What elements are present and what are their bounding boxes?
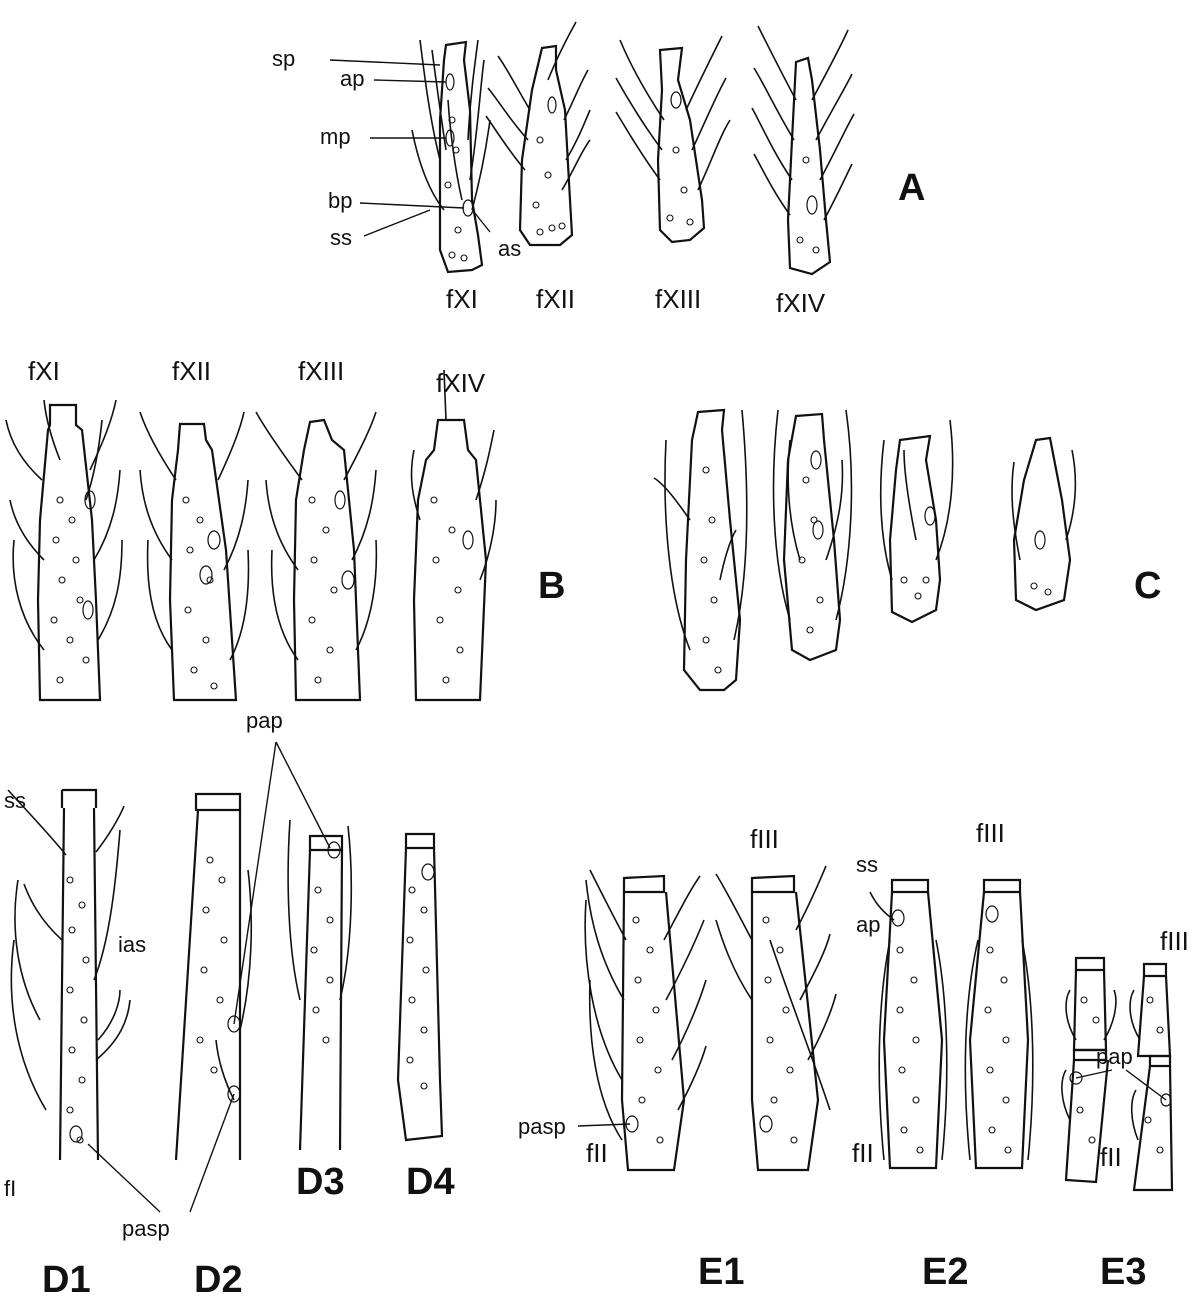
panel-label: B: [538, 565, 565, 607]
panel-label: E2: [922, 1251, 968, 1293]
segment-label: fXII: [172, 356, 211, 386]
label-as: as: [498, 236, 521, 261]
panel-label: E3: [1100, 1251, 1146, 1293]
label-sp: sp: [272, 46, 295, 71]
segment-b-fxiii: [255, 411, 378, 702]
segment-e3-left-upper: [1065, 956, 1117, 1052]
segment-label: fXIV: [776, 288, 826, 318]
panel-label: C: [1134, 565, 1161, 607]
segment-label: fXI: [28, 356, 60, 386]
segment-b-fxi: [5, 399, 123, 702]
label-pasp: pasp: [518, 1114, 566, 1139]
label-ias: ias: [118, 932, 146, 957]
segment-c3: [879, 419, 954, 624]
label-pap: pap: [1096, 1044, 1133, 1069]
segment-label: fXIII: [655, 284, 701, 314]
segment-c1: [653, 408, 748, 692]
segment-label: fII: [852, 1138, 874, 1168]
segment-d4: [396, 832, 444, 1142]
panel-c: C: [653, 408, 1161, 692]
panel-label: D1: [42, 1259, 91, 1299]
segment-label: fXIII: [298, 356, 344, 386]
label-ss: ss: [4, 788, 26, 813]
segment-e1-left: [584, 869, 707, 1172]
segment-e3-left-lower: [1061, 1048, 1110, 1184]
segment-a-fxiv: [751, 25, 855, 276]
label-mp: mp: [320, 124, 351, 149]
segment-d2: [174, 792, 253, 1161]
label-fi: fI: [4, 1176, 16, 1201]
segment-d1: [7, 788, 131, 1161]
segment-c4: [1011, 436, 1077, 612]
segment-label: fXI: [446, 284, 478, 314]
panel-a: sp ap mp bp ss as fXI fXII fXIII fXIV A: [272, 21, 925, 318]
segment-a-fxiii: [615, 35, 731, 244]
segment-e1-right: [715, 865, 837, 1172]
label-ss: ss: [856, 852, 878, 877]
panel-label: D2: [194, 1259, 243, 1299]
panel-label: E1: [698, 1251, 744, 1293]
label-pasp: pasp: [122, 1216, 170, 1241]
segment-e2-left: [869, 878, 948, 1170]
segment-a-fxii: [485, 21, 591, 247]
segment-a-fxi: [411, 39, 491, 274]
segment-label: fII: [1100, 1142, 1122, 1172]
segment-b-fxii: [139, 411, 250, 702]
segment-label: fII: [586, 1138, 608, 1168]
label-bp: bp: [328, 188, 352, 213]
panel-label: D4: [406, 1161, 455, 1203]
segment-b-fxiv: [410, 369, 497, 702]
label-ap: ap: [340, 66, 364, 91]
label-pap: pap: [246, 708, 283, 733]
label-ap: ap: [856, 912, 880, 937]
panel-label: A: [898, 167, 925, 209]
panel-b: fXI fXII fXIII fXIV: [5, 356, 565, 702]
segment-label: fXII: [536, 284, 575, 314]
segment-c2: [772, 409, 853, 662]
panel-label: D3: [296, 1161, 345, 1203]
panel-e: fIII fIII fIII fII fII fII ss ap pasp pa…: [518, 818, 1189, 1293]
label-ss: ss: [330, 225, 352, 250]
panel-d: ss ias fI pap pasp D1 D2 D3 D4: [4, 708, 455, 1299]
segment-e3-right-lower: [1130, 1054, 1174, 1192]
segment-e3-right-upper: [1129, 962, 1172, 1058]
segment-label: fIII: [976, 818, 1005, 848]
segment-d3: [287, 819, 353, 1151]
segment-label: fIII: [750, 824, 779, 854]
segment-e2-right: [964, 878, 1034, 1170]
segment-label: fIII: [1160, 926, 1189, 956]
